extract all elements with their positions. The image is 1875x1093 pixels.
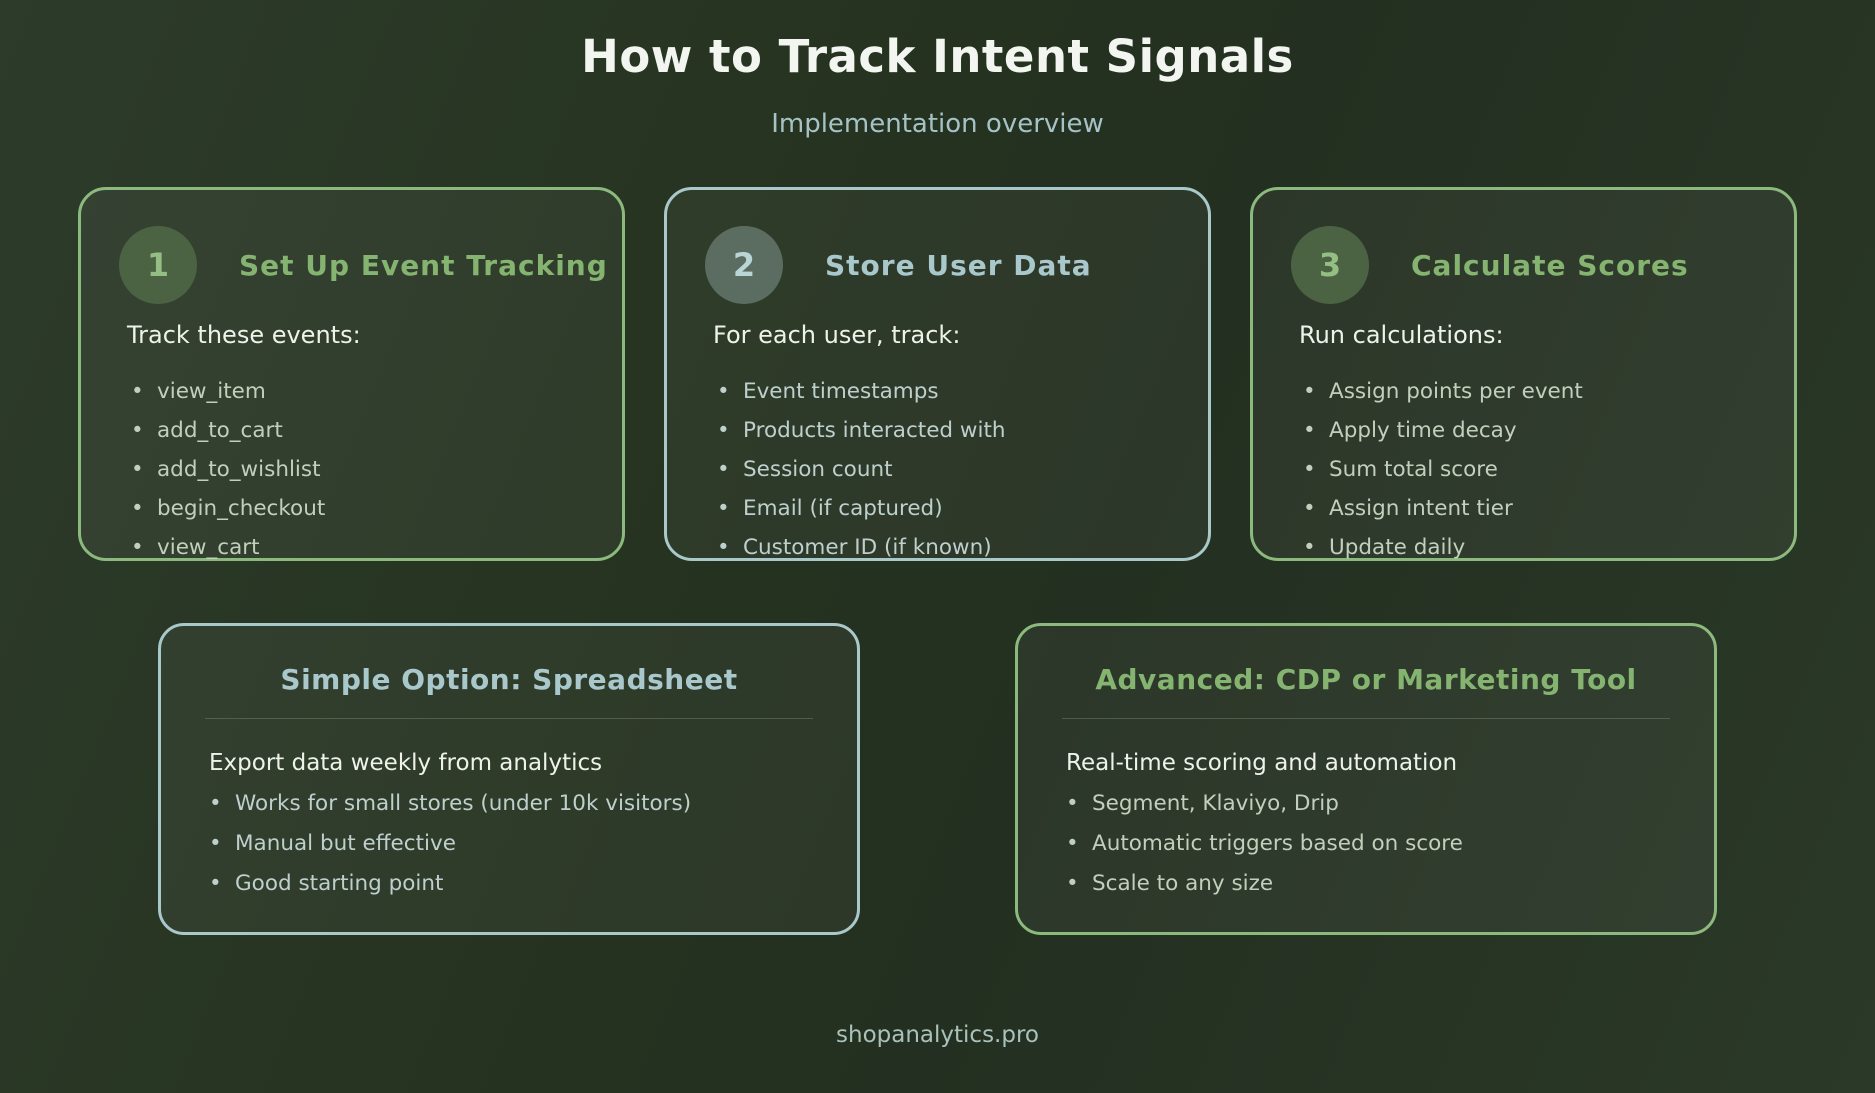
list-item-label: view_item: [157, 379, 266, 404]
step-item-list: • Assign points per event • Apply time dec…: [1253, 379, 1794, 560]
bullet-glyph: •: [209, 831, 222, 856]
option-title: Advanced: CDP or Marketing Tool: [1095, 663, 1637, 696]
list-item: • Session count: [717, 457, 1190, 482]
step-number: 1: [146, 246, 170, 284]
list-item: • add_to_wishlist: [131, 457, 604, 482]
bullet-glyph: •: [717, 535, 730, 560]
step-title: Calculate Scores: [1411, 248, 1689, 282]
list-item: • Products interacted with: [717, 418, 1190, 443]
list-item: • Email (if captured): [717, 496, 1190, 521]
step-header: 2 Store User Data: [667, 190, 1208, 304]
list-item: • add_to_cart: [131, 418, 604, 443]
list-item: • Update daily: [1303, 535, 1776, 560]
step-number-badge: 3: [1291, 226, 1369, 304]
step-intro: Track these events:: [127, 321, 361, 349]
step-item-list: • Event timestamps • Products interacted w…: [667, 379, 1208, 560]
bullet-glyph: •: [1066, 871, 1079, 896]
bullet-glyph: •: [209, 791, 222, 816]
step-title: Store User Data: [825, 248, 1092, 282]
list-item: • begin_checkout: [131, 496, 604, 521]
list-item: • Customer ID (if known): [717, 535, 1190, 560]
option-title: Simple Option: Spreadsheet: [280, 663, 738, 696]
list-item-label: Email (if captured): [743, 496, 943, 521]
option-item-list: • Works for small stores (under 10k visit…: [161, 791, 857, 896]
step-number: 2: [732, 246, 756, 284]
step-intro: For each user, track:: [713, 321, 961, 349]
list-item-label: Assign intent tier: [1329, 496, 1513, 521]
list-item: • Automatic triggers based on score: [1066, 831, 1696, 856]
bullet-glyph: •: [1066, 791, 1079, 816]
option-item-list: • Segment, Klaviyo, Drip • Automatic trigg…: [1018, 791, 1714, 896]
bullet-glyph: •: [1303, 496, 1316, 521]
bullet-glyph: •: [717, 496, 730, 521]
step-card-event-tracking: 1 Set Up Event Tracking Track these even…: [78, 187, 625, 561]
bullet-glyph: •: [1303, 418, 1316, 443]
step-item-list: • view_item • add_to_cart • add_to_wishlist…: [81, 379, 622, 560]
divider: [1062, 718, 1670, 719]
step-card-calculate-scores: 3 Calculate Scores Run calculations: • As…: [1250, 187, 1797, 561]
option-intro: Real-time scoring and automation: [1066, 750, 1458, 776]
bullet-glyph: •: [1303, 457, 1316, 482]
bullet-glyph: •: [209, 871, 222, 896]
list-item: • Apply time decay: [1303, 418, 1776, 443]
step-number-badge: 1: [119, 226, 197, 304]
list-item: • Works for small stores (under 10k visit…: [209, 791, 839, 816]
step-title: Set Up Event Tracking: [239, 248, 608, 282]
list-item: • Manual but effective: [209, 831, 839, 856]
list-item: • Assign points per event: [1303, 379, 1776, 404]
bullet-glyph: •: [131, 496, 144, 521]
list-item-label: Scale to any size: [1092, 871, 1274, 896]
list-item-label: Good starting point: [235, 871, 444, 896]
list-item-label: Customer ID (if known): [743, 535, 992, 560]
list-item-label: Automatic triggers based on score: [1092, 831, 1463, 856]
option-card-cdp-marketing-tool: Advanced: CDP or Marketing Tool Real-tim…: [1015, 623, 1717, 935]
list-item: • Good starting point: [209, 871, 839, 896]
page-subtitle: Implementation overview: [771, 109, 1104, 139]
footer-domain: shopanalytics.pro: [836, 1022, 1039, 1048]
list-item: • Event timestamps: [717, 379, 1190, 404]
list-item-label: Sum total score: [1329, 457, 1498, 482]
option-card-spreadsheet: Simple Option: Spreadsheet Export data w…: [158, 623, 860, 935]
bullet-glyph: •: [131, 379, 144, 404]
list-item: • Segment, Klaviyo, Drip: [1066, 791, 1696, 816]
list-item-label: Manual but effective: [235, 831, 456, 856]
step-number: 3: [1318, 246, 1342, 284]
list-item-label: view_cart: [157, 535, 260, 560]
list-item-label: Segment, Klaviyo, Drip: [1092, 791, 1339, 816]
list-item-label: Event timestamps: [743, 379, 939, 404]
bullet-glyph: •: [131, 418, 144, 443]
list-item-label: Assign points per event: [1329, 379, 1583, 404]
step-header: 1 Set Up Event Tracking: [81, 190, 622, 304]
step-number-badge: 2: [705, 226, 783, 304]
bullet-glyph: •: [717, 418, 730, 443]
option-intro: Export data weekly from analytics: [209, 750, 603, 776]
step-header: 3 Calculate Scores: [1253, 190, 1794, 304]
list-item-label: Products interacted with: [743, 418, 1006, 443]
list-item-label: Update daily: [1329, 535, 1466, 560]
bullet-glyph: •: [1303, 379, 1316, 404]
list-item: • Assign intent tier: [1303, 496, 1776, 521]
bullet-glyph: •: [131, 535, 144, 560]
list-item-label: Apply time decay: [1329, 418, 1517, 443]
bullet-glyph: •: [717, 457, 730, 482]
step-intro: Run calculations:: [1299, 321, 1504, 349]
list-item: • Sum total score: [1303, 457, 1776, 482]
list-item-label: Session count: [743, 457, 893, 482]
header: How to Track Intent Signals Implementati…: [0, 0, 1875, 139]
list-item: • view_cart: [131, 535, 604, 560]
list-item: • view_item: [131, 379, 604, 404]
page-title: How to Track Intent Signals: [581, 30, 1294, 83]
list-item-label: add_to_wishlist: [157, 457, 321, 482]
bullet-glyph: •: [1303, 535, 1316, 560]
list-item-label: add_to_cart: [157, 418, 283, 443]
divider: [205, 718, 813, 719]
list-item: • Scale to any size: [1066, 871, 1696, 896]
list-item-label: Works for small stores (under 10k visito…: [235, 791, 692, 816]
step-card-store-user-data: 2 Store User Data For each user, track: …: [664, 187, 1211, 561]
bullet-glyph: •: [131, 457, 144, 482]
list-item-label: begin_checkout: [157, 496, 326, 521]
bullet-glyph: •: [717, 379, 730, 404]
bullet-glyph: •: [1066, 831, 1079, 856]
